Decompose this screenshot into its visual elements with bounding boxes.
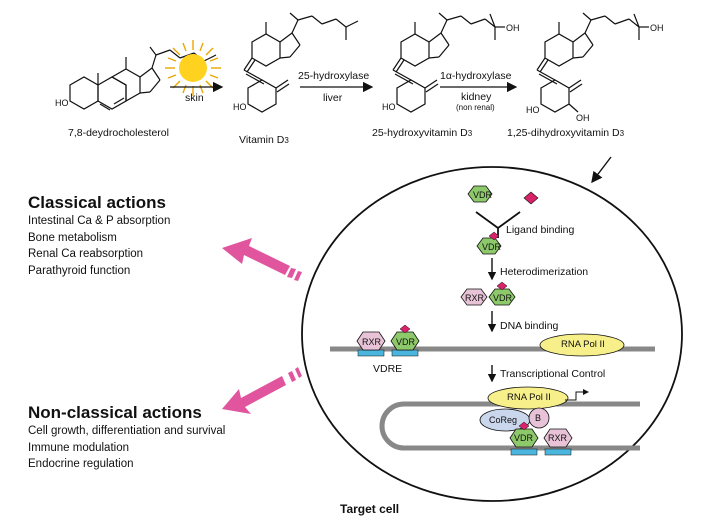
vdr-liganded [476, 237, 502, 255]
classical-arrow [222, 238, 302, 281]
compound-4-label: 1,25-dihydroxyvitamin D3 [507, 127, 625, 139]
nonclassical-list: Cell growth, differentiation and surviva… [28, 423, 225, 473]
nonclassical-title: Non-classical actions [28, 403, 202, 422]
rxr-on-dna [356, 331, 386, 351]
rna-pol-ii-complex-label: RNA Pol II [507, 392, 551, 403]
arrow-into-cell [591, 156, 612, 184]
nonclassical-item: Immune modulation [28, 441, 129, 454]
non-classical-arrow [222, 367, 302, 414]
vdr-liganded-label: VDR [482, 242, 502, 252]
step1-label: skin [185, 92, 204, 104]
classical-list: Intestinal Ca & P absorption Bone metabo… [28, 213, 170, 279]
molecule-25-hydroxyvitamin-d3 [392, 12, 505, 113]
dna-loop [379, 401, 640, 451]
step-dna-binding: DNA binding [500, 320, 559, 332]
svg-text:OH: OH [506, 23, 520, 33]
vdr-in-complex [509, 428, 539, 448]
classical-item: Parathyroid function [28, 264, 131, 277]
classical-item: Intestinal Ca & P absorption [28, 215, 171, 227]
classical-item: Bone metabolism [28, 231, 117, 244]
nonclassical-item: Endocrine regulation [28, 458, 134, 470]
step3-note: (non renal) [456, 103, 495, 112]
vdr-complex-label: VDR [514, 433, 534, 443]
compound-1-label: 7,8-deydrocholesterol [68, 127, 169, 139]
step3-enzyme: 1α-hydroxylase [440, 70, 512, 82]
svg-text:OH: OH [576, 113, 590, 123]
nonclassical-item: Cell growth, differentiation and surviva… [28, 425, 226, 437]
vdr-free-label: VDR [473, 190, 493, 200]
coreg-label: CoReg [489, 415, 518, 425]
svg-text:HO: HO [382, 102, 396, 112]
sun-disc [179, 54, 207, 82]
vdr-heterodimer [488, 288, 516, 306]
rxr-heterodimer-label: RXR [465, 293, 485, 303]
svg-text:HO: HO [55, 98, 69, 108]
vdr-heterodimer-label: VDR [493, 293, 513, 303]
rxr-in-complex [543, 428, 573, 448]
rna-pol-ii-label: RNA Pol II [561, 339, 605, 350]
step-ligand-binding: Ligand binding [506, 224, 575, 236]
sun-icon [165, 40, 221, 96]
svg-text:OH: OH [650, 23, 664, 33]
step2-organ: liver [323, 92, 343, 104]
b-factor [528, 407, 550, 429]
rxr-complex-label: RXR [548, 433, 568, 443]
ligand-free [523, 191, 539, 205]
vdre-label: VDRE [373, 363, 403, 375]
vdr-free [467, 185, 493, 203]
b-factor-label: B [535, 413, 542, 423]
vdr-on-dna [390, 331, 420, 351]
rxr-dna-label: RXR [362, 337, 382, 347]
rxr-heterodimer [460, 288, 488, 306]
step-heterodimerization: Heterodimerization [500, 266, 589, 278]
step-transcriptional-control: Transcriptional Control [500, 368, 606, 380]
molecule-vitamin-d3 [243, 12, 359, 113]
svg-text:HO: HO [526, 105, 540, 115]
rna-pol-ii-on-dna [539, 333, 625, 357]
vdr-dna-label: VDR [396, 337, 416, 347]
target-cell-label: Target cell [340, 502, 400, 516]
step3-organ: kidney [461, 91, 492, 103]
transcription-start-arrow [565, 389, 589, 401]
compound-3-label: 25-hydroxyvitamin D3 [372, 127, 473, 139]
compound-2-label: Vitamin D3 [239, 134, 289, 146]
classical-item: Renal Ca reabsorption [28, 248, 144, 260]
classical-title: Classical actions [28, 193, 166, 212]
molecule-125-dihydroxyvitamin-d3 [536, 12, 649, 113]
svg-text:HO: HO [233, 102, 247, 112]
step2-enzyme: 25-hydroxylase [298, 70, 370, 82]
rna-pol-ii-complex [487, 386, 569, 410]
target-cell-membrane [301, 166, 683, 502]
